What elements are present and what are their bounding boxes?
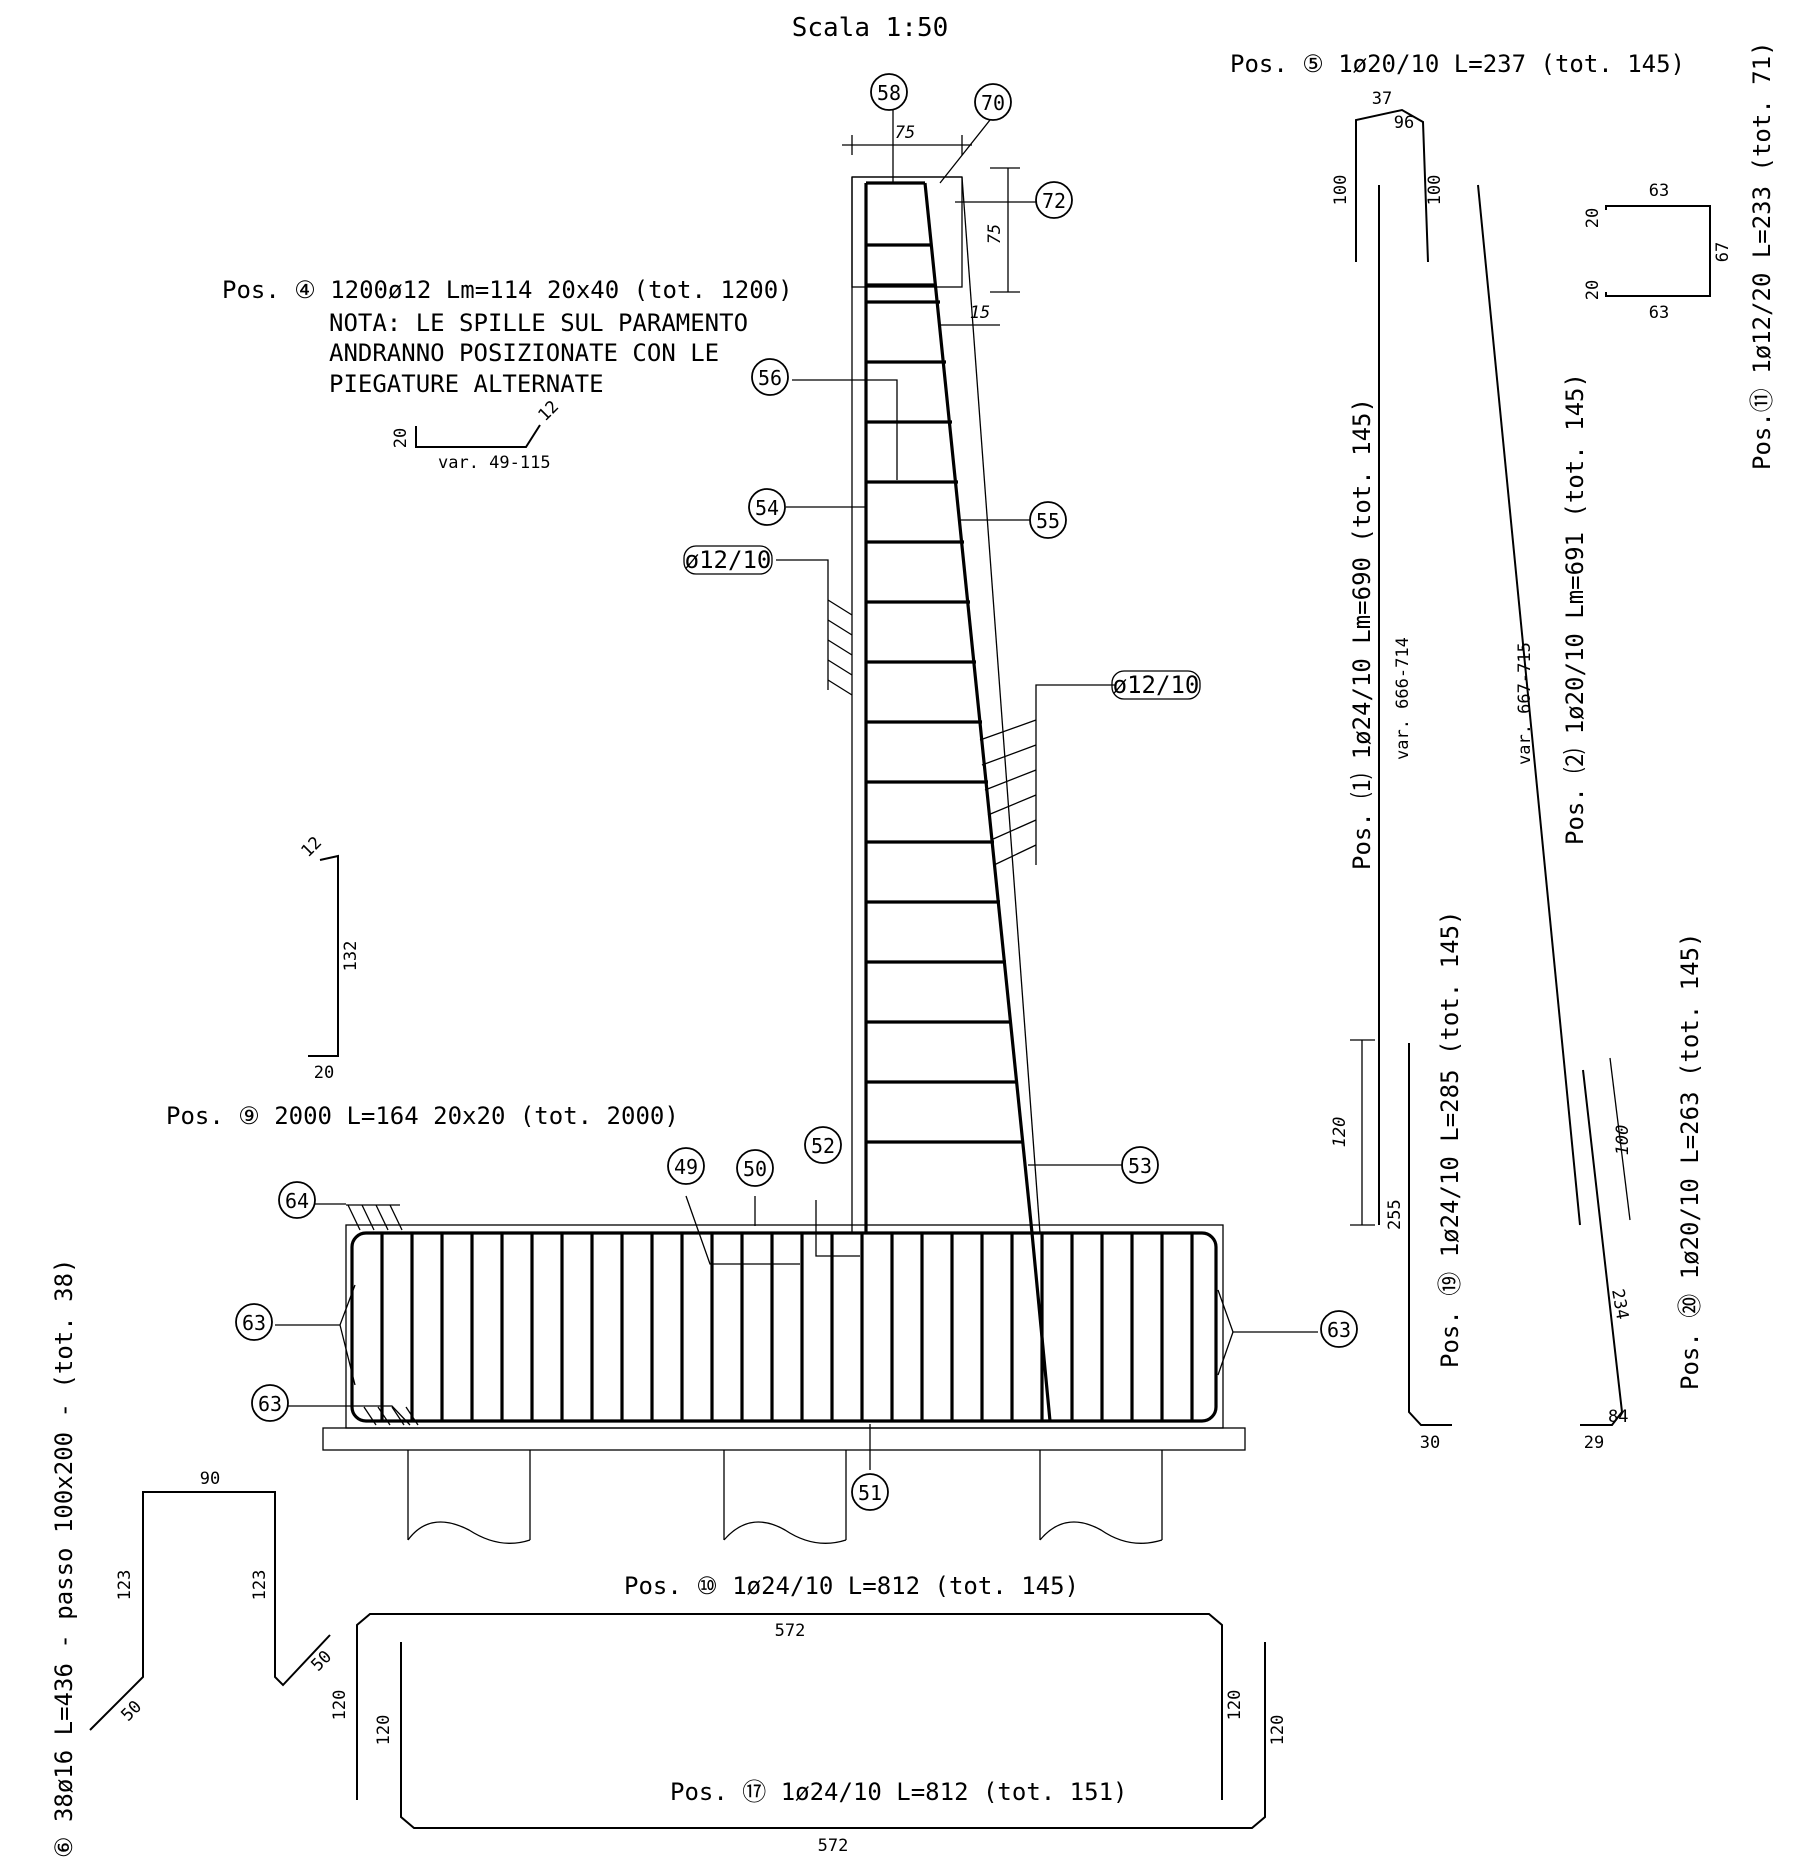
dim-120-51a: 120 [374,1715,394,1746]
dim-50-a: 50 [117,1697,146,1726]
label-pos58: Pos. ⑤ 1ø20/10 L=237 (tot. 145) [1230,50,1685,78]
dim-20-70b: 20 [1583,280,1603,300]
label-pos51: Pos. ⑰ 1ø24/10 L=812 (tot. 151) [670,1778,1127,1806]
label-pos49: Pos. ⑨ 2000 L=164 20x20 (tot. 2000) [166,1102,679,1130]
dim-75-side: 75 [985,224,1005,244]
dim-572-bot: 572 [818,1836,849,1856]
dim-255: 255 [1385,1199,1405,1230]
label-pos50: Pos. ⑩ 1ø24/10 L=812 (tot. 145) [624,1572,1079,1600]
dim-100-b: 100 [1425,175,1445,206]
marker-54: 54 [755,496,779,520]
position-markers: 58 70 72 56 54 55 53 49 50 52 64 63 63 6… [235,73,1358,1511]
dim-84: 84 [1608,1407,1628,1427]
marker-52: 52 [811,1134,835,1158]
label-pos55: Pos. ⑵ 1ø20/10 Lm=691 (tot. 145) [1561,373,1589,845]
label-pos53: Pos. ⑳ 1ø20/10 L=263 (tot. 145) [1676,933,1704,1390]
note-line-3: PIEGATURE ALTERNATE [329,370,604,398]
dim-132: 132 [341,941,361,972]
dim-120-50a: 120 [330,1690,350,1721]
var-55: var. 667-715 [1515,642,1535,765]
dim-96: 96 [1394,113,1414,133]
note-line-1: NOTA: LE SPILLE SUL PARAMENTO [329,309,748,337]
dim-67: 67 [1713,242,1733,262]
marker-63-right: 63 [1327,1318,1351,1342]
dim-120-50b: 120 [1225,1690,1245,1721]
dim-100-a: 100 [1331,175,1351,206]
dim-123-a: 123 [115,1570,135,1601]
label-pos70: Pos.⑪ 1ø12/20 L=233 (tot. 71) [1748,41,1776,470]
dim-63-bot: 63 [1649,303,1669,323]
dim-29: 29 [1584,1433,1604,1453]
dim-572-top: 572 [775,1621,806,1641]
dim-123-b: 123 [250,1570,270,1601]
marker-50: 50 [743,1157,767,1181]
foundation [275,1195,1318,1544]
scale-title: Scala 1:50 [792,13,949,43]
dim-30: 30 [1420,1433,1440,1453]
marker-56: 56 [758,366,782,390]
callout-phi12-left: ø12/10 [685,546,772,574]
dim-63-top: 63 [1649,181,1669,201]
dim-12-56: 12 [534,397,563,426]
label-pos57: ⑥ 38ø16 L=436 - passo 100x200 - (tot. 38… [50,1259,78,1858]
var-54: var. 666-714 [1393,637,1413,760]
dim-20-49: 20 [314,1063,334,1083]
dim-37: 37 [1372,89,1392,109]
callout-phi12-right: ø12/10 [1113,671,1200,699]
dim-15: 15 [970,303,990,323]
dim-90: 90 [200,1469,220,1489]
label-pos56: Pos. ④ 1200ø12 Lm=114 20x40 (tot. 1200) [222,276,793,304]
hatch-right [979,684,1115,866]
note-line-2: ANDRANNO POSIZIONATE CON LE [329,339,719,367]
var-56: var. 49-115 [438,453,551,473]
dim-120-51b: 120 [1268,1715,1288,1746]
wall-stem: 75 75 15 [776,110,1123,1234]
marker-63-left: 63 [242,1311,266,1335]
piles [407,1450,1163,1544]
dim-20-70a: 20 [1583,208,1603,228]
marker-70: 70 [981,91,1005,115]
dim-12-49: 12 [297,833,326,862]
marker-49: 49 [674,1155,698,1179]
marker-51: 51 [858,1481,882,1505]
marker-53: 53 [1128,1154,1152,1178]
hatch-left [776,559,853,696]
dim-50-b: 50 [307,1647,336,1676]
dim-20-56: 20 [391,428,411,448]
marker-72: 72 [1042,189,1066,213]
dim-120-54: 120 [1330,1117,1350,1148]
dim-75-top: 75 [895,123,915,143]
wall-links [866,243,1024,1144]
label-pos54: Pos. ⑴ 1ø24/10 Lm=690 (tot. 145) [1348,398,1376,870]
foundation-stirrups [380,1233,1194,1421]
marker-63-bottom: 63 [258,1392,282,1416]
marker-58: 58 [877,81,901,105]
marker-64: 64 [285,1189,309,1213]
dim-100-53: 100 [1613,1125,1633,1156]
marker-55: 55 [1036,509,1060,533]
label-pos52: Pos. ⑲ 1ø24/10 L=285 (tot. 145) [1436,911,1464,1368]
